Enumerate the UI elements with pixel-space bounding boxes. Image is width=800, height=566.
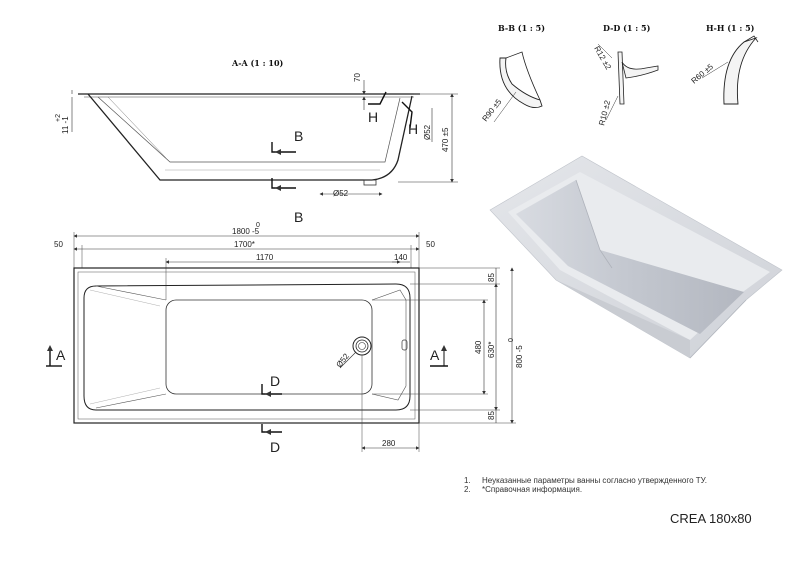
dim-280: 280 xyxy=(382,439,396,448)
detail-bb: B-B (1 : 5) R90 ±5 xyxy=(480,23,545,123)
dim-1700: 1700* xyxy=(234,240,255,249)
label-b-bottom: B xyxy=(294,209,303,225)
model-name: CREA 180x80 xyxy=(670,511,752,526)
section-bb-title: B-B (1 : 5) xyxy=(498,23,545,33)
section-dd-title: D-D (1 : 5) xyxy=(603,23,651,33)
label-h-right: H xyxy=(408,121,418,137)
label-h-left: H xyxy=(368,109,378,125)
dim-140: 140 xyxy=(394,253,408,262)
bathtub-3d-render xyxy=(489,155,783,359)
dim-50-right: 50 xyxy=(426,240,435,249)
dim-1800-tol: 0 xyxy=(256,222,260,229)
dim-85-top: 85 xyxy=(487,273,496,282)
dim-11: 11 -1 xyxy=(61,116,70,134)
dim-480: 480 xyxy=(474,340,483,354)
detail-hh-radius: R60 ±5 xyxy=(690,62,716,86)
dim-630: 630* xyxy=(487,342,496,358)
label-a-left: A xyxy=(56,347,66,363)
detail-dd: D-D (1 : 5) R12 ±2 R10 ±2 xyxy=(592,23,659,127)
section-hh-title: H-H (1 : 5) xyxy=(706,23,755,33)
dim-85-bottom: 85 xyxy=(487,411,496,420)
note-2-num: 2. xyxy=(464,485,471,494)
dim-800-tol: 0 xyxy=(508,338,515,342)
label-d-top: D xyxy=(270,373,280,389)
dim-70: 70 xyxy=(353,73,362,82)
label-b-top: B xyxy=(294,128,303,144)
detail-dd-radius-bottom: R10 ±2 xyxy=(597,99,612,127)
detail-bb-radius: R90 ±5 xyxy=(480,97,503,123)
side-view-section-aa: A-A (1 : 10) 70 11 -1 +2 470 ±5 Ø52 Ø52 xyxy=(55,58,458,225)
detail-dd-radius-top: R12 ±2 xyxy=(592,45,613,72)
dim-50-left: 50 xyxy=(54,240,63,249)
section-aa-title: A-A (1 : 10) xyxy=(231,58,284,68)
dim-drain: Ø52 xyxy=(334,351,351,369)
note-1-num: 1. xyxy=(464,476,471,485)
note-1: 1. Неуказанные параметры ванны согласно у… xyxy=(464,476,707,485)
note-2-text: *Справочная информация. xyxy=(482,485,583,494)
label-a-right: A xyxy=(430,347,440,363)
dim-1800: 1800 -5 xyxy=(232,227,260,236)
note-2: 2. *Справочная информация. xyxy=(464,485,582,494)
dim-800: 800 -5 xyxy=(515,345,524,368)
dim-470: 470 ±5 xyxy=(441,127,450,152)
note-1-text: Неуказанные параметры ванны согласно утв… xyxy=(482,476,707,485)
label-d-bottom: D xyxy=(270,439,280,455)
detail-hh: H-H (1 : 5) R60 ±5 xyxy=(690,23,759,105)
top-view: 0 1800 -5 1700* 1170 140 50 50 Ø52 xyxy=(46,222,524,455)
dim-1170: 1170 xyxy=(256,253,274,262)
dim-52-bottom: Ø52 xyxy=(333,189,349,198)
dim-11-tol: +2 xyxy=(55,114,62,122)
dim-52-vertical: Ø52 xyxy=(423,124,432,140)
